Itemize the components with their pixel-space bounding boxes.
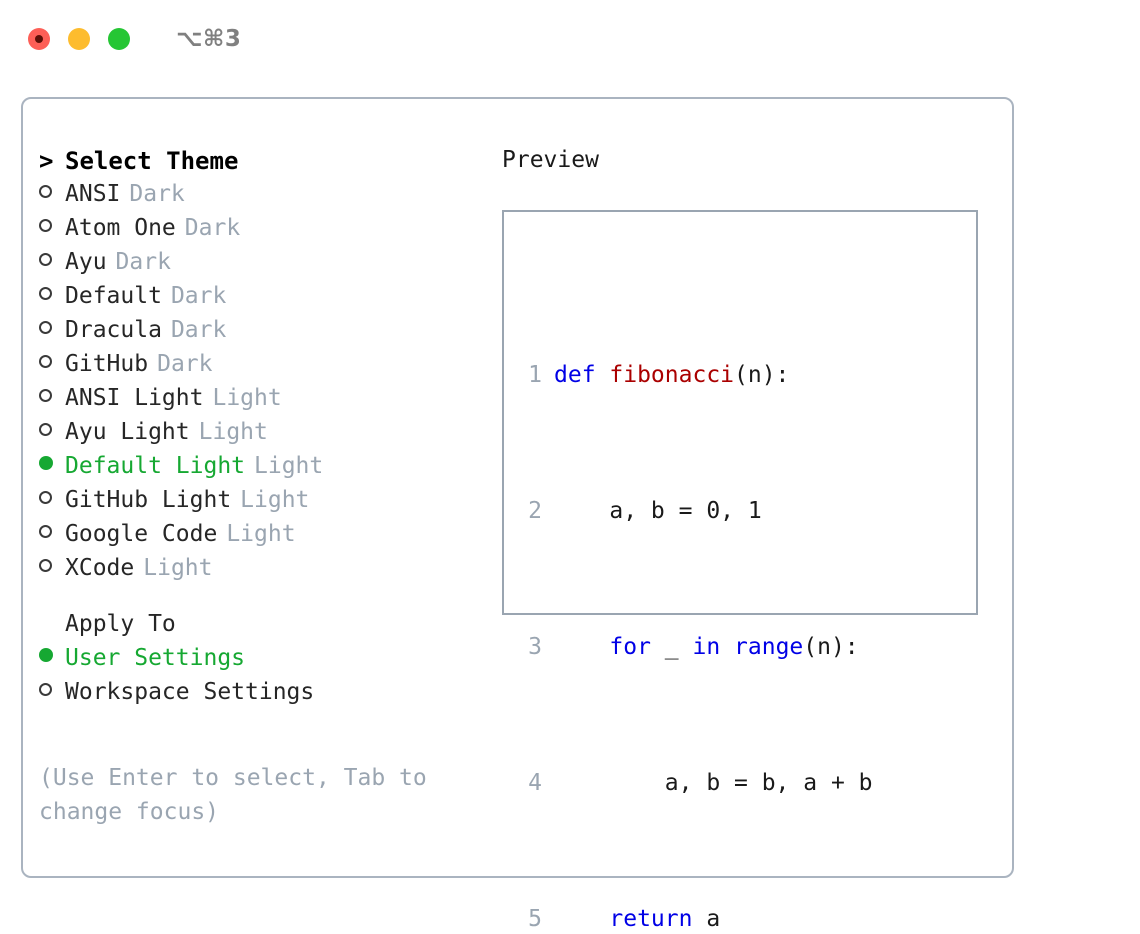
theme-item-default-light[interactable]: Default Light Light — [39, 453, 479, 487]
apply-to-workspace-settings[interactable]: Workspace Settings — [39, 679, 479, 713]
line-number: 1 — [528, 362, 542, 388]
theme-item-github-light[interactable]: GitHub Light Light — [39, 487, 479, 521]
radio-selected-icon[interactable] — [39, 645, 65, 671]
apply-to-option-label: User Settings — [65, 645, 246, 671]
theme-item-github-dark[interactable]: GitHub Dark — [39, 351, 479, 385]
theme-item-suffix: Light — [254, 453, 324, 479]
code-token: a — [692, 906, 721, 932]
theme-item-suffix: Light — [212, 385, 282, 411]
theme-item-suffix: Dark — [170, 317, 227, 343]
radio-unselected-icon[interactable] — [39, 351, 65, 377]
main-panel: > Select Theme ANSI Dark Atom One Dark A… — [21, 97, 1014, 932]
code-token: (n): — [734, 362, 790, 388]
theme-item-suffix: Dark — [115, 249, 171, 275]
radio-unselected-icon[interactable] — [39, 385, 65, 411]
theme-item-label: GitHub — [65, 351, 149, 377]
code-line: 2 a, b = 0, 1 — [518, 494, 900, 528]
theme-item-ayu-light[interactable]: Ayu Light Light — [39, 419, 479, 453]
line-number: 5 — [528, 906, 542, 932]
code-token: a, b = b, a + b — [554, 770, 873, 796]
theme-item-google-code[interactable]: Google Code Light — [39, 521, 479, 555]
theme-item-suffix: Light — [240, 487, 310, 513]
theme-item-xcode[interactable]: XCode Light — [39, 555, 479, 589]
theme-item-default-dark[interactable]: Default Dark — [39, 283, 479, 317]
code-token: return — [609, 906, 693, 932]
theme-item-suffix: Dark — [157, 351, 213, 377]
code-token: for — [609, 634, 651, 660]
apply-to-user-settings[interactable]: User Settings — [39, 645, 479, 679]
code-token: (n): — [803, 634, 859, 660]
theme-item-label: Google Code — [65, 521, 218, 547]
code-token: fibonacci — [609, 362, 735, 388]
title-bar: ⌥⌘3 — [0, 0, 1140, 78]
theme-item-label: GitHub Light — [65, 487, 232, 513]
code-line: 1 def fibonacci(n): — [518, 358, 900, 392]
maximize-button[interactable] — [108, 28, 130, 50]
theme-item-label: Ayu — [65, 249, 107, 275]
preview-title: Preview — [502, 147, 599, 173]
code-token: a, b = 0, 1 — [554, 498, 762, 524]
code-token — [554, 634, 609, 660]
theme-item-label: Dracula — [65, 317, 162, 343]
apply-to-heading-label: Apply To — [65, 611, 176, 637]
radio-unselected-icon[interactable] — [39, 419, 65, 445]
radio-unselected-icon[interactable] — [39, 555, 65, 581]
theme-item-atom-one-dark[interactable]: Atom One Dark — [39, 215, 479, 249]
code-token — [554, 906, 609, 932]
theme-item-suffix: Light — [198, 419, 268, 445]
apply-to-option-label: Workspace Settings — [65, 679, 315, 705]
theme-item-ansi-dark[interactable]: ANSI Dark — [39, 181, 479, 215]
theme-item-label: XCode — [65, 555, 135, 581]
theme-item-suffix: Dark — [129, 181, 185, 207]
code-token: in range — [692, 634, 804, 660]
radio-unselected-icon[interactable] — [39, 679, 65, 705]
radio-unselected-icon[interactable] — [39, 521, 65, 547]
page-title: Select Theme — [65, 147, 239, 175]
line-number: 4 — [528, 770, 542, 796]
theme-item-dracula-dark[interactable]: Dracula Dark — [39, 317, 479, 351]
keyboard-hint-text: (Use Enter to select, Tab to change focu… — [39, 765, 427, 825]
theme-item-suffix: Light — [226, 521, 296, 547]
theme-item-label: Atom One — [65, 215, 176, 241]
radio-unselected-icon[interactable] — [39, 249, 65, 275]
keyboard-shortcut-label: ⌥⌘3 — [176, 26, 242, 52]
radio-unselected-icon[interactable] — [39, 215, 65, 241]
theme-item-ansi-light[interactable]: ANSI Light Light — [39, 385, 479, 419]
line-number: 3 — [528, 634, 542, 660]
theme-item-label: ANSI — [65, 181, 121, 207]
close-button[interactable] — [28, 28, 50, 50]
theme-item-suffix: Dark — [170, 283, 227, 309]
code-line: 5 return a — [518, 902, 900, 934]
theme-item-label: Default — [65, 283, 162, 309]
theme-item-label: Default Light — [65, 453, 246, 479]
code-line: 4 a, b = b, a + b — [518, 766, 900, 800]
list-spacer — [39, 589, 479, 611]
prompt-caret-icon: > — [39, 147, 54, 175]
traffic-light-group — [28, 28, 130, 50]
line-number: 2 — [528, 498, 542, 524]
theme-item-label: ANSI Light — [65, 385, 204, 411]
apply-to-heading: Apply To — [39, 611, 479, 645]
code-token: def — [554, 362, 610, 388]
code-token: _ — [650, 634, 693, 660]
code-line: 3 for _ in range(n): — [518, 630, 900, 664]
minimize-button[interactable] — [68, 28, 90, 50]
theme-item-ayu-dark[interactable]: Ayu Dark — [39, 249, 479, 283]
theme-picker-header: > Select Theme — [39, 147, 479, 181]
radio-selected-icon[interactable] — [39, 453, 65, 479]
theme-item-label: Ayu Light — [65, 419, 190, 445]
theme-picker-list[interactable]: > Select Theme ANSI Dark Atom One Dark A… — [39, 147, 479, 713]
radio-unselected-icon[interactable] — [39, 283, 65, 309]
theme-item-suffix: Light — [143, 555, 213, 581]
theme-item-suffix: Dark — [184, 215, 241, 241]
radio-unselected-icon[interactable] — [39, 181, 65, 207]
radio-unselected-icon[interactable] — [39, 487, 65, 513]
radio-unselected-icon[interactable] — [39, 317, 65, 343]
